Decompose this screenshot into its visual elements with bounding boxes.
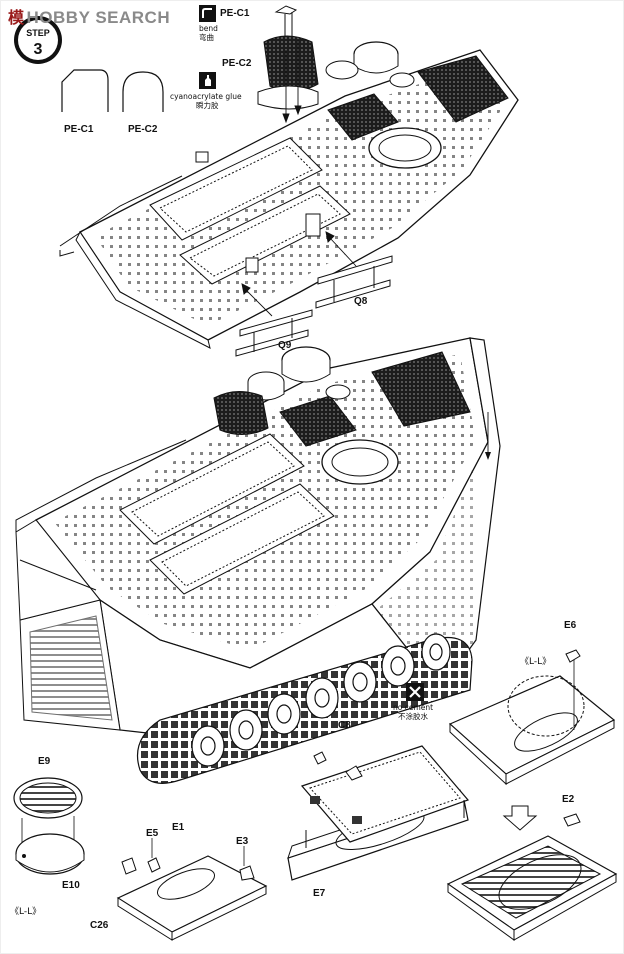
pe-c1-profile <box>61 69 109 112</box>
floor-plate-e2 <box>446 813 618 941</box>
label-q9: Q9 <box>278 340 292 351</box>
watermark-cn: 模 <box>8 8 25 27</box>
no-cement-cn: 不涂胶水 <box>398 712 429 721</box>
label-e3: E3 <box>236 836 249 847</box>
bend-icon <box>199 5 216 22</box>
label-e2: E2 <box>562 794 575 805</box>
label-c8: C8 <box>338 720 351 731</box>
label-e7: E7 <box>313 888 326 899</box>
down-arrow-icon <box>502 805 538 831</box>
label-c26: C26 <box>90 920 109 931</box>
step-badge: STEP 3 <box>14 16 62 64</box>
upper-hull-top-view <box>59 35 519 349</box>
pe-c2-profile <box>122 71 164 112</box>
glue-bottle-icon <box>199 72 216 89</box>
step-number: 3 <box>34 41 43 58</box>
q8-ladder <box>315 255 393 309</box>
floor-plate-e7 <box>287 745 470 881</box>
label-e1: E1 <box>172 822 185 833</box>
view-label-ll-right: 《L-L》 <box>520 657 552 667</box>
label-pe-c1-top: PE-C1 <box>220 8 250 19</box>
glue-cn: 瞬力胶 <box>196 101 219 110</box>
label-e9: E9 <box>38 756 51 767</box>
bend-cn: 弯曲 <box>199 33 214 42</box>
assembly-arrows-upper <box>241 40 357 317</box>
label-pe-c2: PE-C2 <box>128 124 158 135</box>
oval-hatch-e9-e10 <box>13 777 85 875</box>
q9-ladder <box>235 309 313 357</box>
watermark-text: HOBBY SEARCH <box>26 8 171 27</box>
label-e5: E5 <box>146 828 159 839</box>
label-pe-c2-top: PE-C2 <box>222 58 252 69</box>
label-pe-c1: PE-C1 <box>64 124 94 135</box>
bend-en: bend <box>199 24 218 33</box>
label-q8: Q8 <box>354 296 368 307</box>
floor-plate-ll-right <box>448 649 616 786</box>
glue-en: cyanoacrylate glue <box>170 92 242 101</box>
lower-hull-assembled <box>15 337 501 784</box>
floor-plate-e1 <box>116 838 268 941</box>
view-label-ll-left: 《L-L》 <box>10 907 42 917</box>
label-e10: E10 <box>62 880 80 891</box>
no-cement-en: no cement <box>393 703 434 712</box>
step-label: STEP <box>26 28 50 38</box>
no-cement-icon <box>406 683 424 701</box>
label-e6: E6 <box>564 620 577 631</box>
